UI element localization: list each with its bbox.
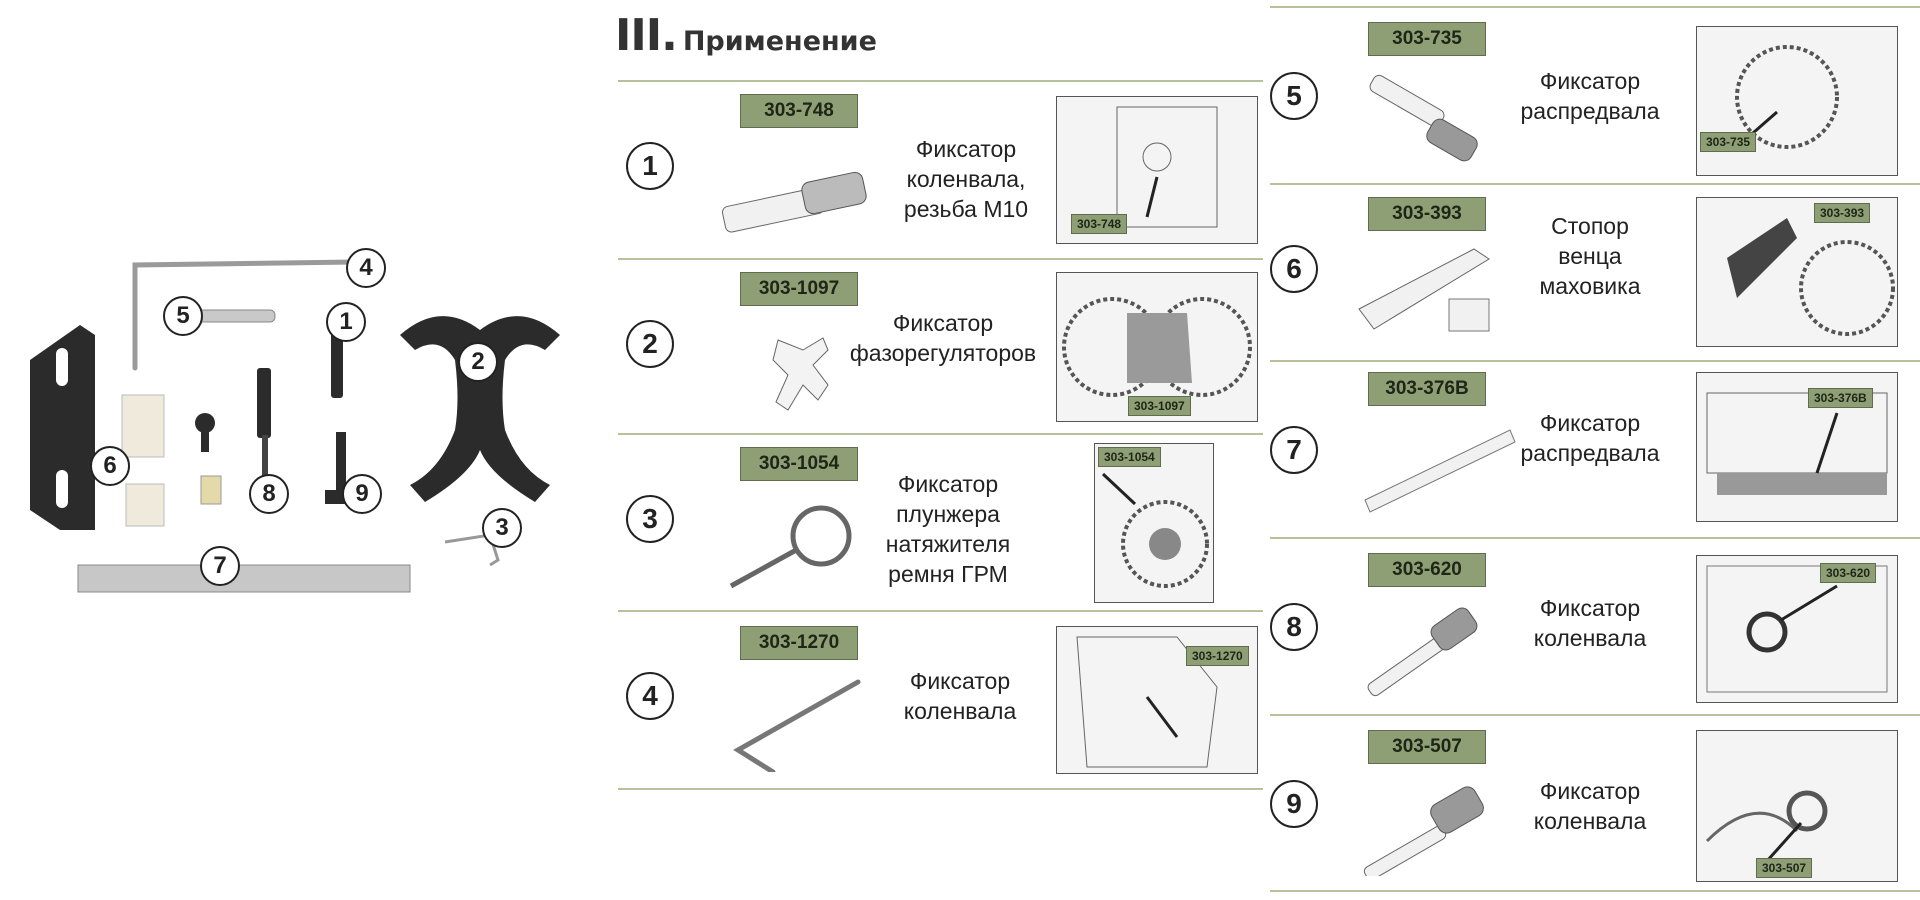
tool-description: Стопор венца маховика <box>1539 213 1641 299</box>
photo-label: 303-735 <box>1700 132 1757 152</box>
tool-code: 303-748 <box>740 94 858 128</box>
tool-description: Фиксатор распредвала <box>1520 68 1660 124</box>
tool-image <box>1362 72 1492 172</box>
tool-row-5: 303-735 5 Фиксатор распредвала 303-735 <box>1270 8 1920 182</box>
item-number: 7 <box>1270 426 1318 474</box>
photo-label: 303-1097 <box>1128 396 1191 416</box>
tool-description: Фиксатор коленвала <box>903 668 1017 724</box>
separator <box>618 788 1263 790</box>
tool-row-1: 303-748 1 Фиксатор коленвала, резьба M10… <box>618 82 1263 257</box>
tool-code: 303-393 <box>1368 197 1486 231</box>
tool-row-4: 303-1270 4 Фиксатор коленвала 303-1270 <box>618 612 1263 787</box>
kit-number-2: 2 <box>458 342 498 382</box>
tool-row-3: 303-1054 3 Фиксатор плунжера натяжителя … <box>618 435 1263 609</box>
separator <box>1270 714 1920 716</box>
kit-number-6: 6 <box>90 446 130 486</box>
tool-code: 303-1097 <box>740 272 858 306</box>
photo-label: 303-1270 <box>1186 646 1249 666</box>
kit-number-8: 8 <box>249 474 289 514</box>
kit-illustration: 4 5 1 2 6 8 9 3 7 <box>20 240 590 610</box>
item-number: 9 <box>1270 780 1318 828</box>
tool-image <box>726 501 866 591</box>
tool-description: Фиксатор распредвала <box>1520 410 1660 466</box>
tool-image <box>1354 239 1504 339</box>
separator <box>1270 890 1920 892</box>
tool-description: Фиксатор плунжера натяжителя ремня ГРМ <box>885 471 1011 587</box>
section-number: III. <box>615 10 678 61</box>
application-photo <box>1696 197 1898 347</box>
kit-number-4: 4 <box>346 248 386 288</box>
photo-label: 303-1054 <box>1098 447 1161 467</box>
kit-number-7: 7 <box>200 546 240 586</box>
tool-row-8: 303-620 8 Фиксатор коленвала 303-620 <box>1270 539 1920 713</box>
separator <box>618 258 1263 260</box>
photo-label: 303-376B <box>1808 388 1873 408</box>
application-photo <box>1094 443 1214 603</box>
separator <box>1270 360 1920 362</box>
separator <box>618 610 1263 612</box>
kit-number-9: 9 <box>342 474 382 514</box>
item-number: 2 <box>626 320 674 368</box>
item-number: 8 <box>1270 603 1318 651</box>
tool-description: Фиксатор коленвала, резьба M10 <box>903 136 1029 222</box>
separator <box>618 80 1263 82</box>
item-number: 6 <box>1270 245 1318 293</box>
tool-image <box>718 152 878 242</box>
kit-number-5: 5 <box>163 296 203 336</box>
tool-row-7: 303-376B 7 Фиксатор распредвала 303-376B <box>1270 362 1920 536</box>
tool-image <box>1360 776 1500 876</box>
item-number: 5 <box>1270 72 1318 120</box>
tool-image <box>758 330 848 420</box>
kit-number-3: 3 <box>482 508 522 548</box>
tool-image <box>1362 599 1492 699</box>
tool-row-2: 303-1097 2 Фиксатор фазорегуляторов 303-… <box>618 260 1263 432</box>
section-header: III.Применение <box>615 10 877 61</box>
application-photo <box>1696 26 1898 176</box>
item-number: 3 <box>626 495 674 543</box>
tool-row-6: 303-393 6 Стопор венца маховика 303-393 <box>1270 185 1920 359</box>
tool-description: Фиксатор коленвала <box>1533 595 1647 651</box>
section-title: Применение <box>682 26 877 57</box>
tool-image <box>728 672 868 772</box>
kit-number-1: 1 <box>326 302 366 342</box>
application-photo <box>1696 730 1898 882</box>
photo-label: 303-748 <box>1071 214 1128 234</box>
tool-code: 303-735 <box>1368 22 1486 56</box>
tool-code: 303-507 <box>1368 730 1486 764</box>
tool-description: Фиксатор фазорегуляторов <box>849 310 1037 366</box>
item-number: 4 <box>626 672 674 720</box>
tool-code: 303-1270 <box>740 626 858 660</box>
tool-code: 303-1054 <box>740 447 858 481</box>
separator <box>1270 6 1920 8</box>
separator <box>618 433 1263 435</box>
separator <box>1270 183 1920 185</box>
tool-image <box>1360 420 1520 520</box>
item-number: 1 <box>626 142 674 190</box>
tool-row-9: 303-507 9 Фиксатор коленвала 303-507 <box>1270 716 1920 888</box>
photo-label: 303-620 <box>1820 563 1877 583</box>
kit-tools-drawing <box>30 259 560 593</box>
tool-code: 303-620 <box>1368 553 1486 587</box>
photo-label: 303-507 <box>1756 858 1813 878</box>
tool-description: Фиксатор коленвала <box>1533 778 1647 834</box>
separator <box>1270 537 1920 539</box>
photo-label: 303-393 <box>1814 203 1871 223</box>
tool-code: 303-376B <box>1368 372 1486 406</box>
